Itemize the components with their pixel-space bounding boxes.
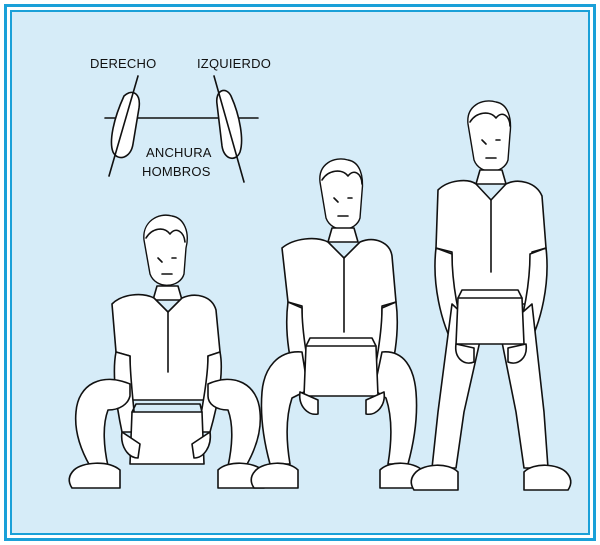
figure-squat — [69, 215, 267, 488]
figure-squat-box — [130, 412, 204, 464]
figure-half-lift — [251, 159, 427, 488]
figure-standing-box — [456, 298, 524, 344]
figure-standing — [411, 101, 571, 490]
right-footprint — [109, 76, 139, 176]
width-label-line1: ANCHURA — [146, 145, 212, 160]
right-foot-label: DERECHO — [90, 56, 156, 71]
lifting-technique-illustration: DERECHO IZQUIERDO ANCHURA HOMBROS — [12, 12, 588, 533]
figure-half-lift-head — [320, 159, 363, 229]
width-label-line2: HOMBROS — [142, 164, 211, 179]
figure-standing-head — [468, 101, 511, 171]
left-foot-label: IZQUIERDO — [197, 56, 271, 71]
left-footprint — [214, 76, 244, 182]
figure-half-lift-box — [304, 346, 378, 396]
foot-placement-diagram: DERECHO IZQUIERDO ANCHURA HOMBROS — [90, 56, 271, 182]
